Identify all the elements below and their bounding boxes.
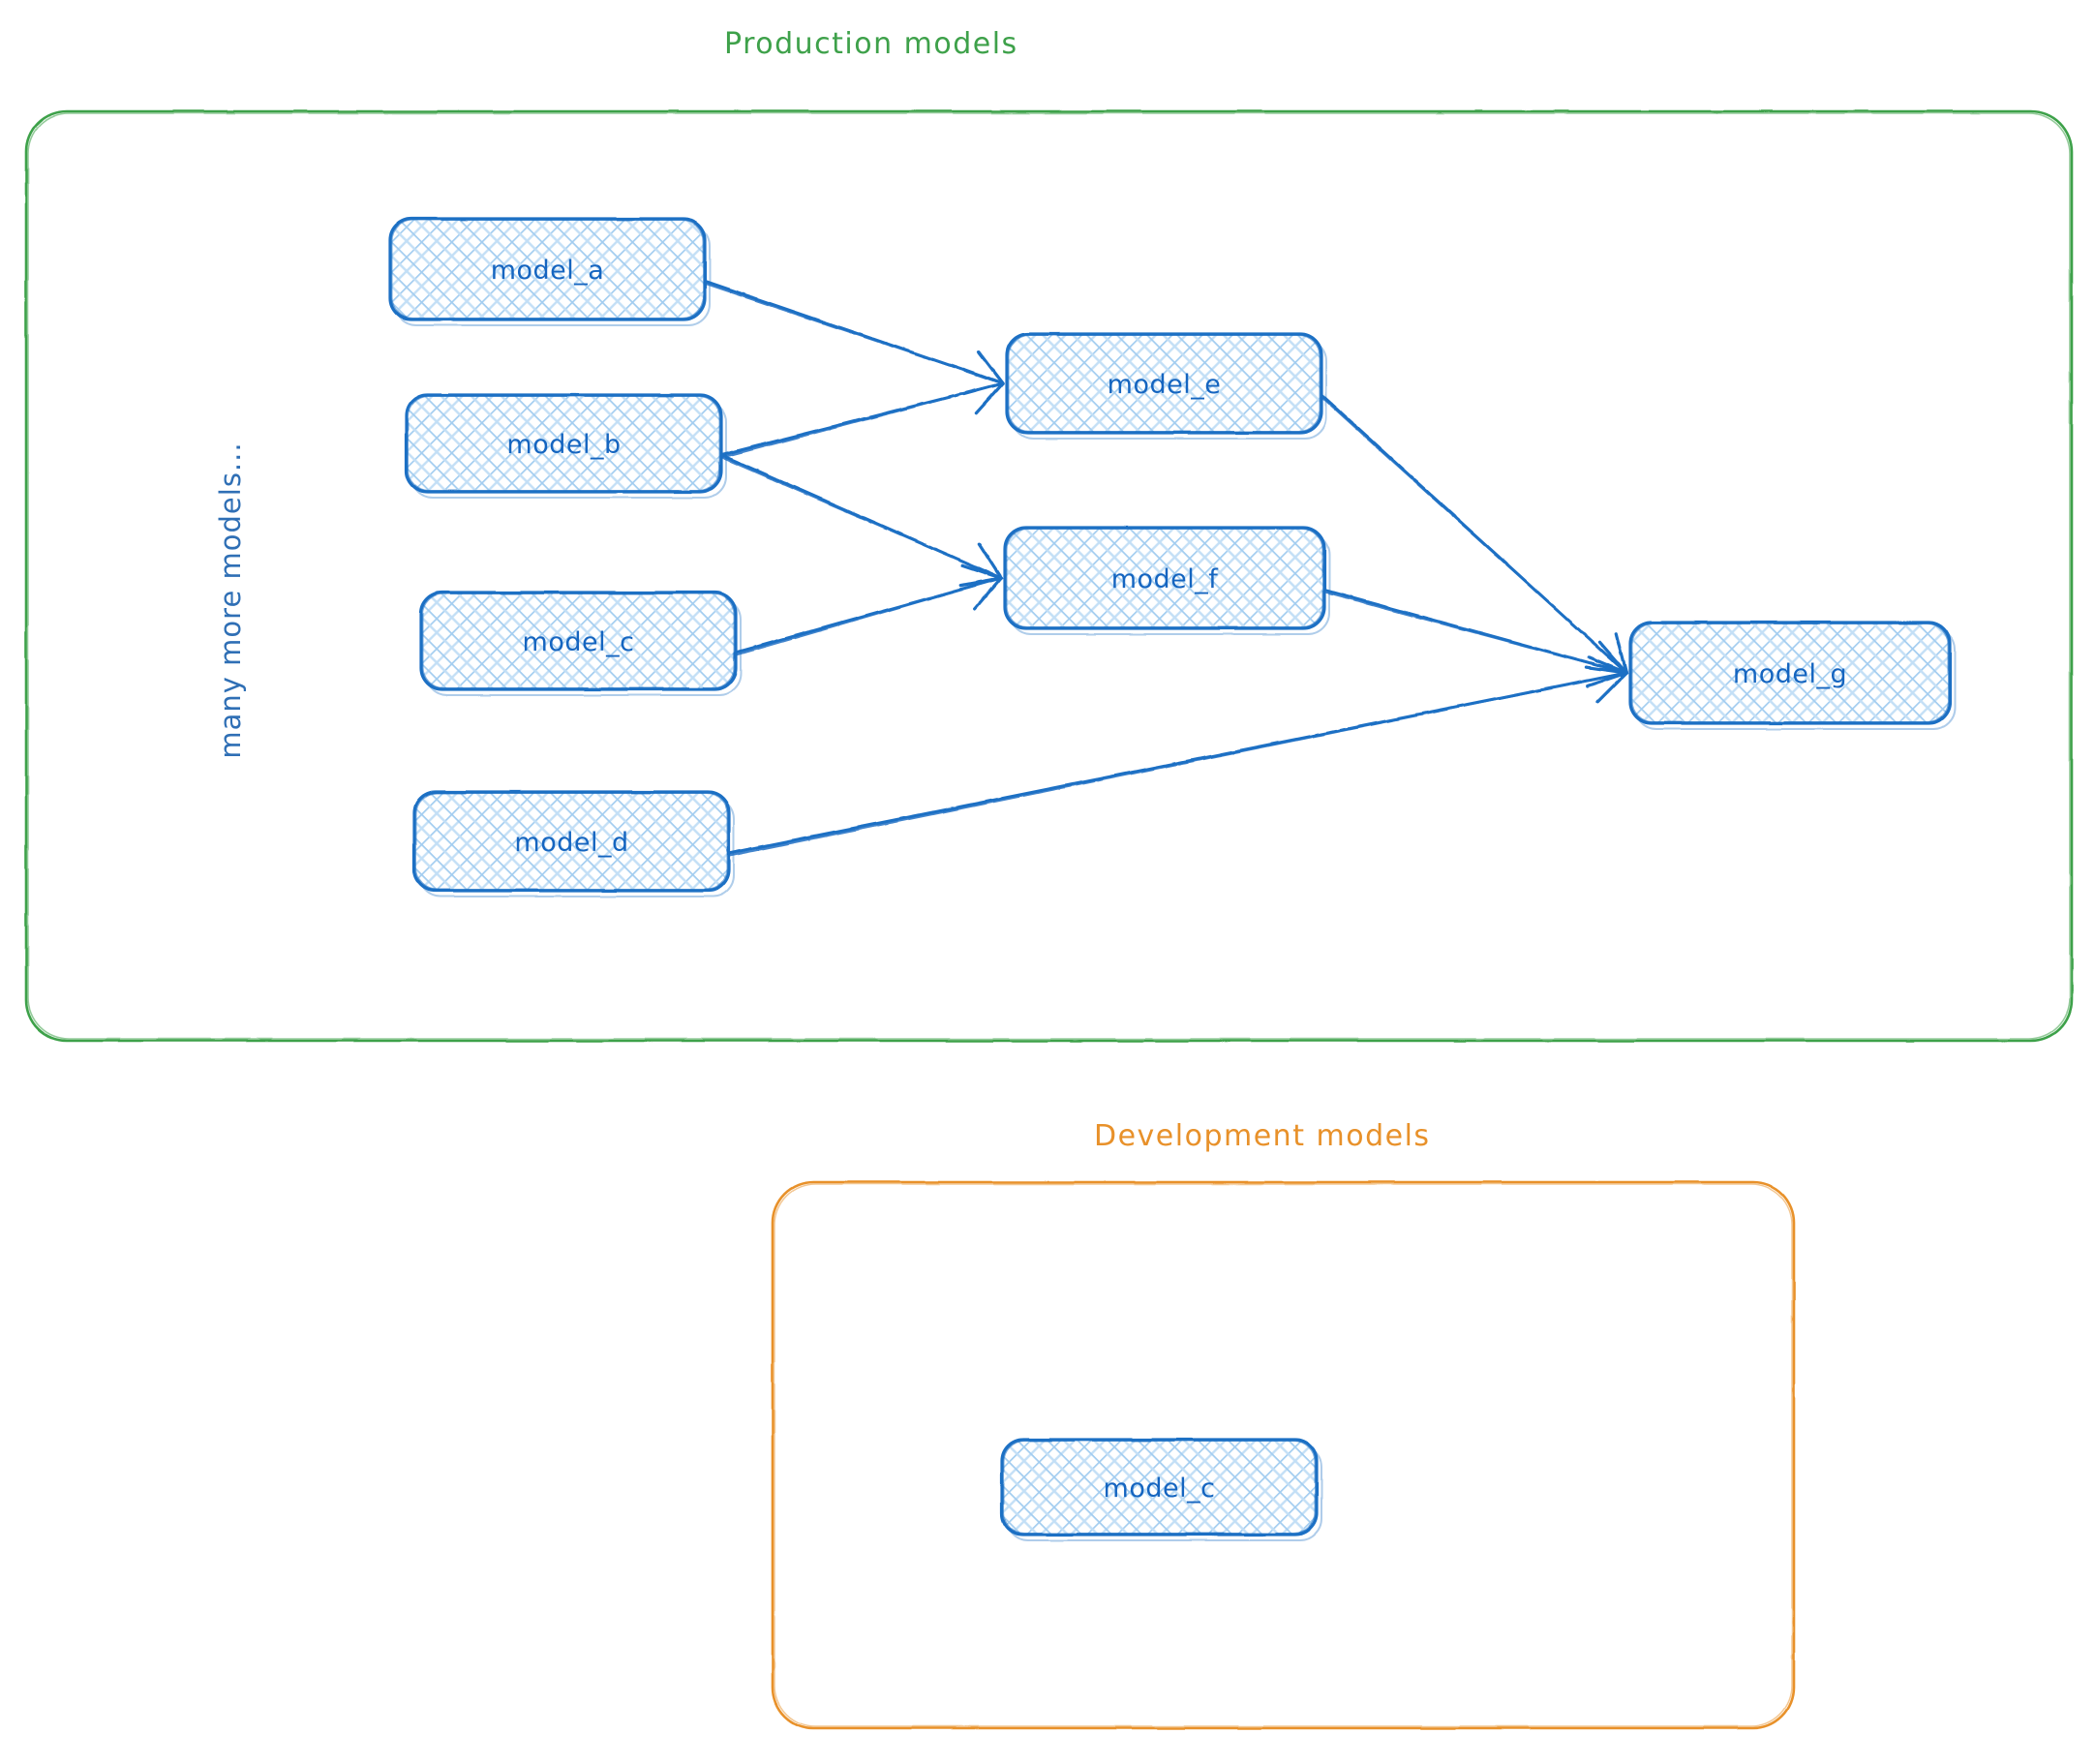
arrowhead-stroke <box>976 350 1005 385</box>
node-label-model_e: model_e <box>1108 370 1222 400</box>
node-model_g[interactable]: model_g <box>1628 621 1956 730</box>
group-container-production: Production models <box>24 27 2074 1043</box>
edge-layer <box>703 279 1628 857</box>
edge-model_a-to-model_e <box>703 279 1005 396</box>
node-model_b[interactable]: model_b <box>405 393 727 499</box>
edge-line <box>728 671 1628 857</box>
arrowhead-stroke <box>962 368 1005 385</box>
node-border <box>407 395 721 492</box>
node-model_c[interactable]: model_c <box>419 591 742 696</box>
arrowhead-stroke <box>977 542 1003 580</box>
node-border <box>1007 334 1321 433</box>
node-fill <box>414 792 729 891</box>
node-border <box>1630 623 1950 723</box>
node-border <box>1002 1440 1317 1535</box>
node-fill <box>1630 623 1950 723</box>
edge-line <box>1321 396 1628 675</box>
node-model_f[interactable]: model_f <box>1003 526 1330 635</box>
development-group-border-shadow <box>774 1183 1793 1727</box>
edge-model_f-to-model_g <box>1322 588 1628 688</box>
node-dev_model_c[interactable]: model_c <box>1000 1438 1322 1541</box>
development-group-title: Development models <box>1094 1119 1431 1153</box>
edge-line <box>704 282 1005 385</box>
edge-model_b-to-model_e <box>719 368 1005 459</box>
arrowhead-stroke <box>1595 671 1628 704</box>
arrowhead-stroke <box>1597 640 1628 675</box>
arrowhead-stroke <box>974 381 1005 415</box>
arrowhead-stroke <box>973 576 1003 611</box>
node-fill <box>390 219 705 319</box>
arrowhead-stroke <box>960 563 1003 580</box>
group-container-development: Development models <box>771 1119 1796 1730</box>
production-group-border-shadow <box>27 112 2071 1040</box>
node-fill <box>1005 528 1324 628</box>
node-label-model_g: model_g <box>1733 659 1847 689</box>
production-group-border <box>24 109 2074 1043</box>
edge-model_b-to-model_f <box>719 453 1003 588</box>
node-label-model_d: model_d <box>514 828 628 858</box>
node-fill <box>407 395 721 492</box>
node-model_e[interactable]: model_e <box>1005 332 1327 440</box>
development-group-border <box>771 1180 1796 1730</box>
node-border <box>1005 528 1324 628</box>
node-fill <box>1002 1440 1317 1535</box>
edge-line <box>720 381 1005 459</box>
edge-model_c-to-model_f <box>734 563 1003 656</box>
edge-model_d-to-model_g <box>727 655 1628 857</box>
node-label-model_a: model_a <box>491 256 605 286</box>
node-label-model_b: model_b <box>506 430 621 460</box>
node-model_d[interactable]: model_d <box>412 790 735 897</box>
node-label-dev_model_c: model_c <box>1104 1474 1216 1504</box>
edge-line <box>1323 591 1628 675</box>
edge-line <box>735 576 1003 656</box>
node-border <box>390 219 705 319</box>
node-fill <box>1007 334 1321 433</box>
arrowhead-stroke <box>1615 631 1628 675</box>
node-label-model_f: model_f <box>1111 564 1220 594</box>
node-fill <box>421 593 736 689</box>
node-border <box>414 792 729 891</box>
edge-line <box>720 456 1003 580</box>
many-more-models-note: many more models... <box>214 441 247 758</box>
node-layer: model_a model_b model_c model_d model_emodel… <box>388 217 1956 1541</box>
node-border <box>421 593 736 689</box>
arrowhead-stroke <box>1587 655 1628 675</box>
production-group-title: Production models <box>724 27 1018 61</box>
node-label-model_c: model_c <box>523 627 635 657</box>
node-model_a[interactable]: model_a <box>388 217 711 326</box>
